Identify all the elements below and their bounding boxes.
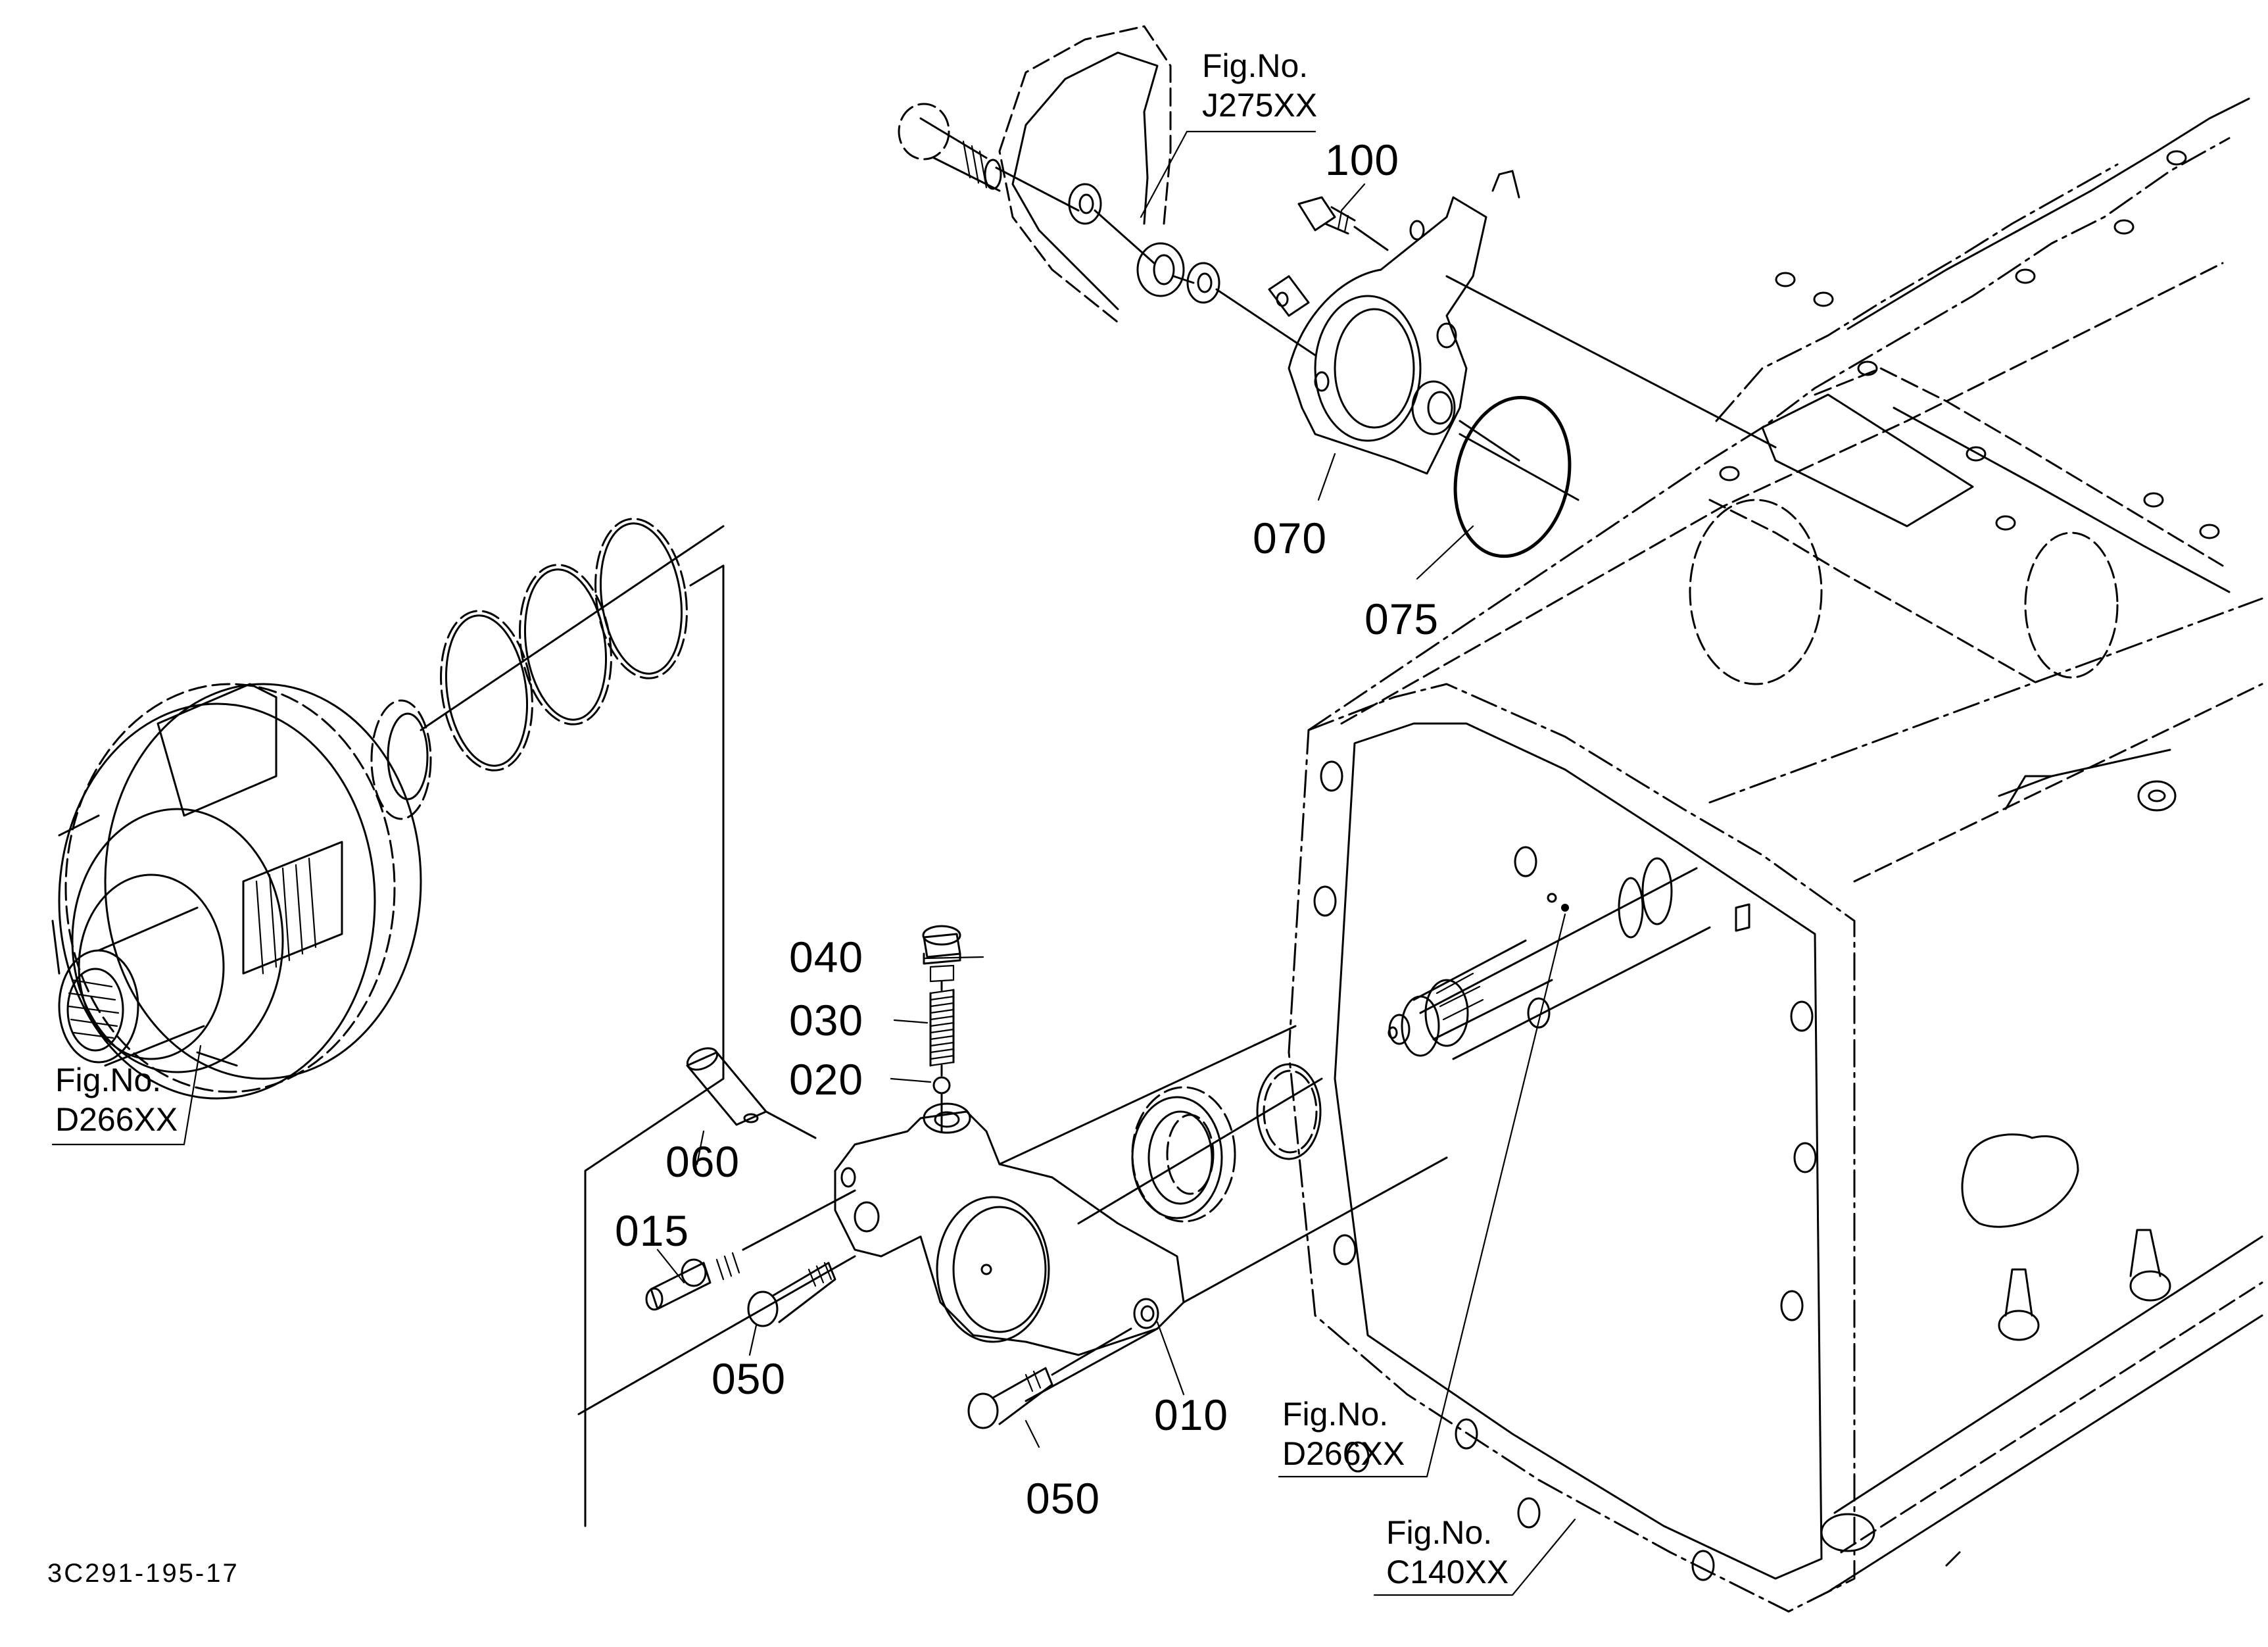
housing-assembly-010 — [577, 925, 1448, 1429]
clutch-pack-assembly — [51, 525, 725, 1100]
illustration-code: 3C291-195-17 — [47, 1559, 239, 1588]
callout-075[interactable]: 075 — [1364, 595, 1439, 643]
callout-010[interactable]: 010 — [1154, 1390, 1229, 1439]
fig-ref-prefix: Fig.No. — [1386, 1514, 1493, 1551]
fig-ref-prefix: Fig.No. — [1202, 47, 1309, 84]
leader-lines — [51, 130, 1576, 1596]
fig-ref-c140xx[interactable]: Fig.No. C140XX — [1386, 1513, 1508, 1592]
valve-assembly-070 — [898, 25, 1777, 501]
callout-100[interactable]: 100 — [1325, 135, 1400, 184]
callout-040[interactable]: 040 — [789, 933, 864, 981]
fig-ref-prefix: Fig.No. — [55, 1062, 162, 1098]
fig-ref-prefix: Fig.No. — [1282, 1396, 1389, 1433]
fig-ref-number: D266XX — [1282, 1435, 1405, 1472]
callout-030[interactable]: 030 — [789, 996, 864, 1045]
callout-015[interactable]: 015 — [615, 1206, 690, 1255]
seal-rings — [440, 518, 688, 772]
check-ball-020 — [932, 1076, 951, 1094]
fig-ref-d266xx-right[interactable]: Fig.No. D266XX — [1282, 1394, 1405, 1473]
fig-ref-number: C140XX — [1386, 1554, 1509, 1590]
fig-ref-j275xx[interactable]: Fig.No. J275XX — [1202, 46, 1317, 125]
fig-ref-number: D266XX — [55, 1101, 178, 1138]
fig-ref-number: J275XX — [1202, 87, 1318, 124]
callout-050-lower[interactable]: 050 — [1026, 1474, 1101, 1523]
callout-050-upper[interactable]: 050 — [712, 1354, 786, 1403]
callout-060[interactable]: 060 — [665, 1137, 740, 1186]
reference-bracket-frame — [584, 564, 725, 1527]
callout-020[interactable]: 020 — [789, 1055, 864, 1104]
callout-070[interactable]: 070 — [1253, 514, 1328, 562]
o-ring-075 — [1453, 395, 1572, 558]
fig-ref-d266xx-left[interactable]: Fig.No. D266XX — [55, 1060, 178, 1139]
transmission-case-phantom — [1288, 97, 2263, 1613]
pto-shaft — [1387, 857, 1711, 1060]
